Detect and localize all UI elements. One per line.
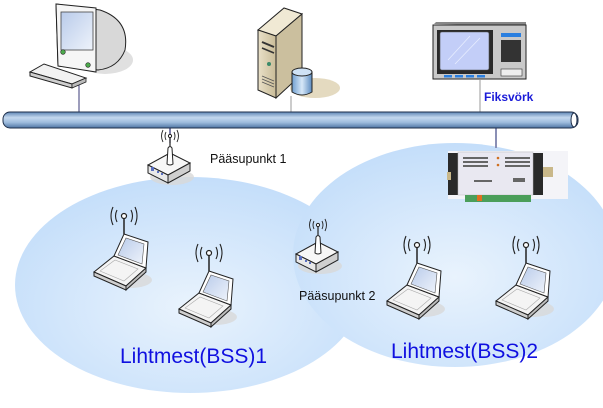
cell-bss1 bbox=[15, 177, 365, 393]
backbone-pipe bbox=[2, 111, 579, 129]
industrial-panel-terminal-icon bbox=[432, 22, 527, 80]
plc-controller-icon bbox=[447, 151, 568, 202]
desktop-computer-icon bbox=[28, 3, 133, 89]
backbone-label: Fiksvörk bbox=[484, 90, 534, 104]
server-with-database-icon bbox=[256, 7, 340, 100]
cell-bss1-label: Lihtmest(BSS)1 bbox=[120, 345, 268, 368]
access-point-2-label: Pääsupunkt 2 bbox=[299, 289, 376, 303]
access-point-1-label: Pääsupunkt 1 bbox=[210, 152, 287, 166]
cell-bss2-label: Lihtmest(BSS)2 bbox=[391, 340, 539, 363]
access-point-1-icon bbox=[147, 129, 195, 186]
